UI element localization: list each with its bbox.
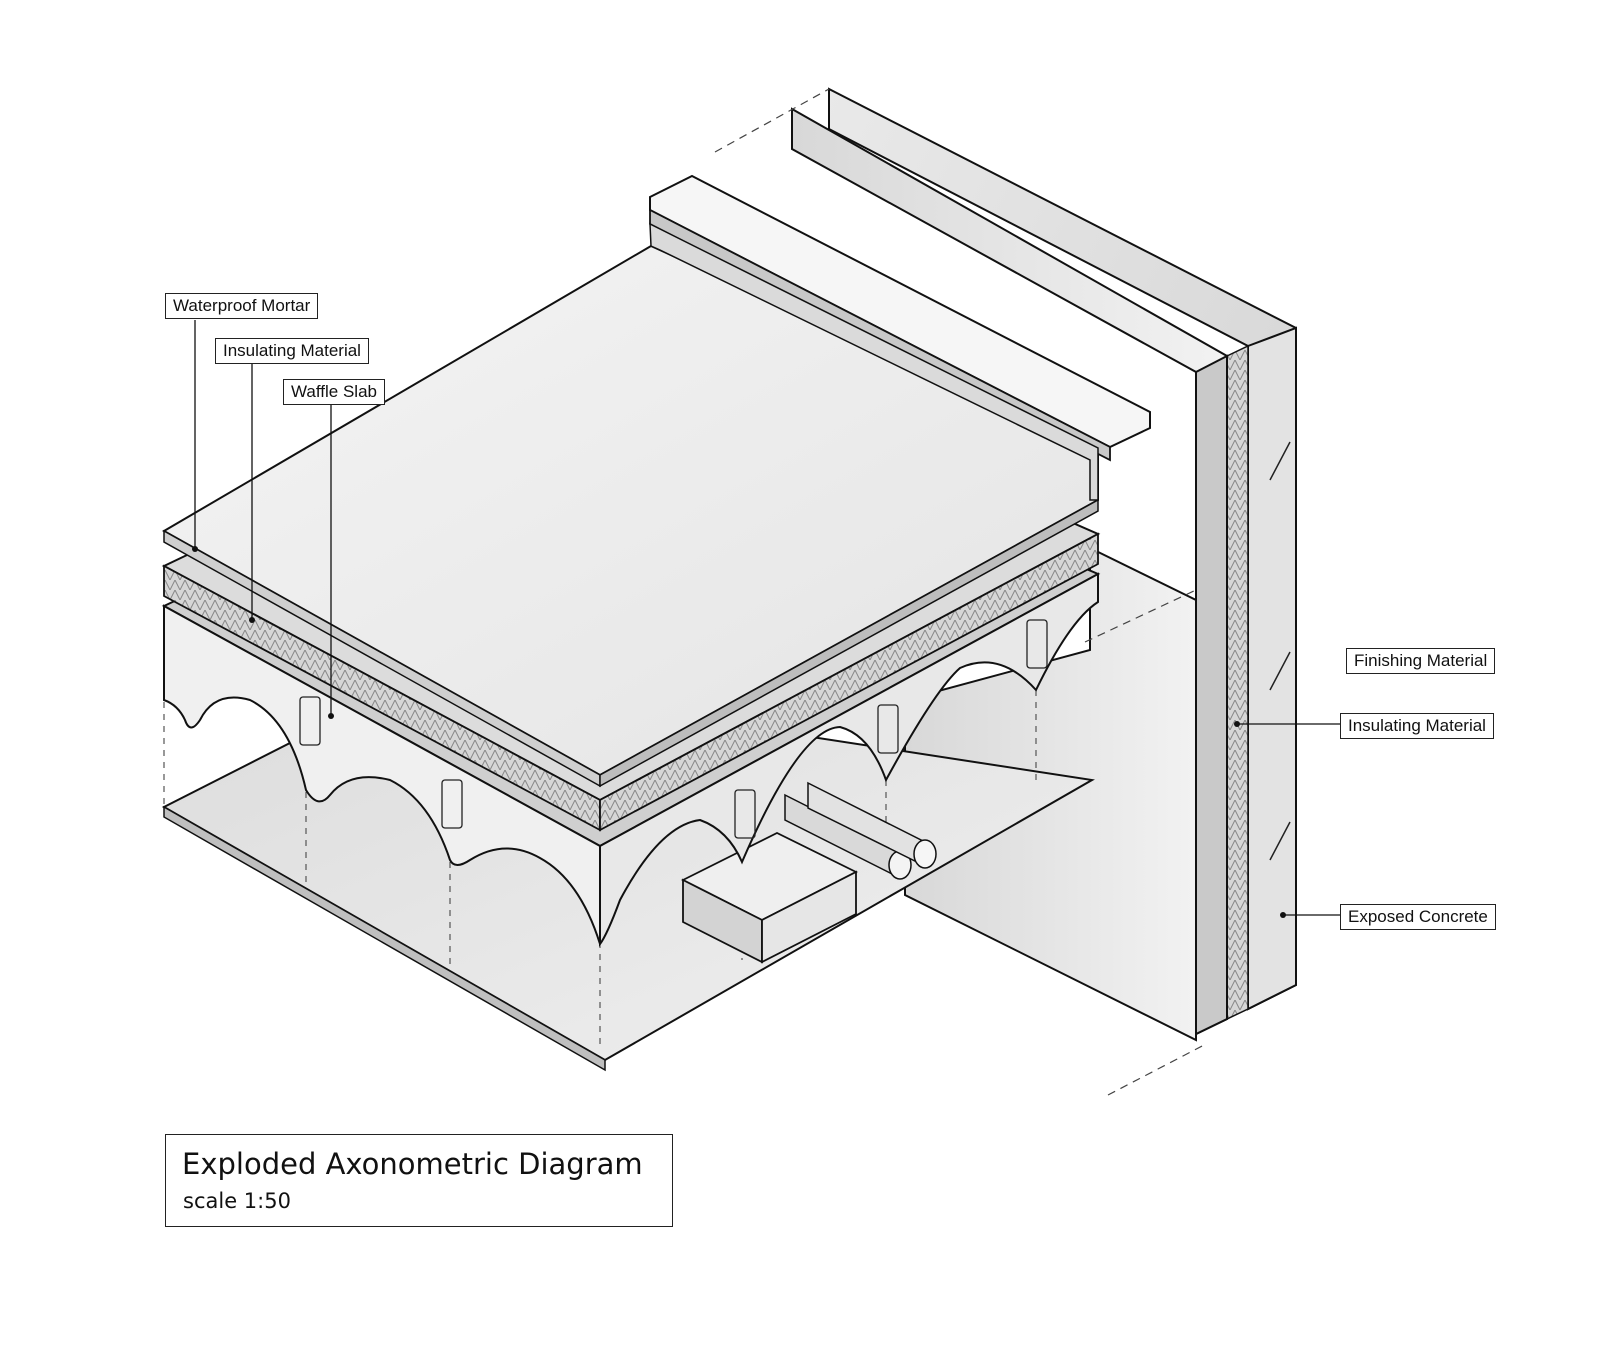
waterproof-mortar-slab — [161, 174, 1151, 788]
label-waffle-slab: Waffle Slab — [283, 379, 385, 405]
label-insulating-material-wall: Insulating Material — [1340, 713, 1494, 739]
diagram-title: Exploded Axonometric Diagram — [182, 1147, 643, 1181]
label-insulating-material-slab: Insulating Material — [215, 338, 369, 364]
services — [680, 781, 937, 964]
wall-insulation-layer — [1226, 344, 1249, 1021]
title-block: Exploded Axonometric Diagram scale 1:50 — [165, 1134, 673, 1227]
label-finishing-material: Finishing Material — [1346, 648, 1496, 674]
label-exposed-concrete: Exposed Concrete — [1340, 904, 1496, 930]
diagram-scale: scale 1:50 — [183, 1189, 291, 1213]
leader-lines — [194, 320, 1340, 916]
label-waterproof-mortar: Waterproof Mortar — [165, 293, 319, 319]
pipes — [784, 781, 937, 880]
